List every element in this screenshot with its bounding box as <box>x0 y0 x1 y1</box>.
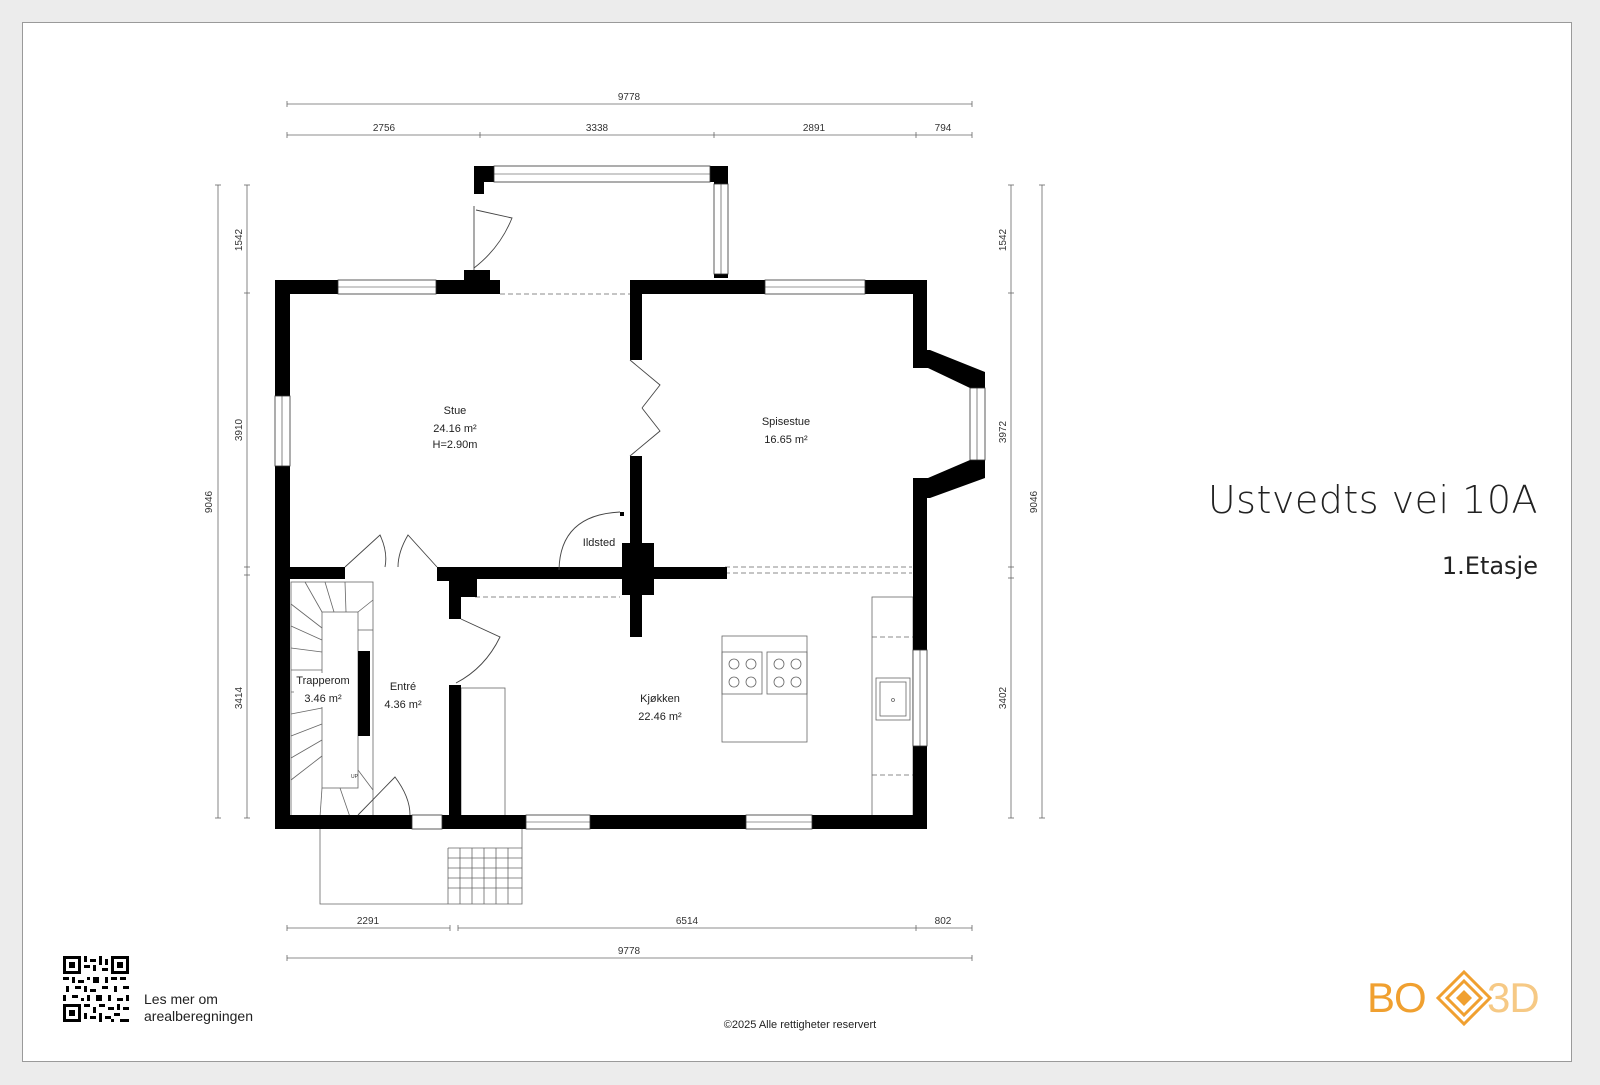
walls <box>275 166 985 829</box>
copyright-notice: ©2025 Alle rettigheter reservert <box>723 1019 877 1031</box>
qr-code[interactable] <box>63 956 129 1022</box>
room-spisestue-name: Spisestue <box>762 416 810 428</box>
room-kjokken: Kjøkken 22.46 m² <box>638 693 682 723</box>
qr-caption-line-1: Les mer om <box>144 991 218 1007</box>
dim-bottom-seg-3: 802 <box>935 916 952 927</box>
room-entre: Entré 4.36 m² <box>384 681 422 711</box>
dim-right-seg-3: 3402 <box>998 686 1009 709</box>
logo-text-right: 3D <box>1487 974 1540 1021</box>
room-kjokken-area: 22.46 m² <box>638 711 682 723</box>
bo3d-logo-mark <box>1435 969 1493 1027</box>
room-ildsted-name: Ildsted <box>583 537 615 549</box>
room-trapperom: Trapperom 3.46 m² <box>294 673 354 707</box>
dim-right-seg-2: 3972 <box>998 420 1009 443</box>
logo-text-left: BO <box>1367 974 1427 1021</box>
dim-bottom-total: 9778 <box>618 946 641 957</box>
dim-right-seg-1: 1542 <box>998 228 1009 251</box>
dim-top-seg-2: 3338 <box>586 123 609 134</box>
room-spisestue-area: 16.65 m² <box>764 434 808 446</box>
bo3d-logo: BO 3D <box>1367 974 1540 1022</box>
room-trapperom-area: 3.46 m² <box>304 693 342 705</box>
dimension-lines <box>215 101 1045 961</box>
dim-right-total: 9046 <box>1029 490 1040 513</box>
room-stue-height: H=2.90m <box>433 439 478 451</box>
address-title: Ustvedts vei 10A <box>1207 478 1538 522</box>
room-trapperom-name: Trapperom <box>296 675 349 687</box>
room-kjokken-name: Kjøkken <box>640 693 680 705</box>
dim-left-total: 9046 <box>204 490 215 513</box>
qr-caption[interactable]: Les mer om arealberegningen <box>144 991 253 1025</box>
room-spisestue: Spisestue 16.65 m² <box>762 416 810 446</box>
dim-bottom-seg-2: 6514 <box>676 916 699 927</box>
dim-top-seg-3: 2891 <box>803 123 826 134</box>
fireplace-hearth <box>620 512 624 516</box>
dim-left-seg-3: 3414 <box>234 686 245 709</box>
dim-left-seg-2: 3910 <box>234 418 245 441</box>
room-entre-area: 4.36 m² <box>384 699 422 711</box>
dim-top-seg-4: 794 <box>935 123 952 134</box>
room-stue-area: 24.16 m² <box>433 423 477 435</box>
room-entre-name: Entré <box>390 681 416 693</box>
room-stue-name: Stue <box>444 405 467 417</box>
room-stue: Stue 24.16 m² H=2.90m <box>433 405 478 451</box>
dim-left-seg-1: 1542 <box>234 228 245 251</box>
doors <box>344 206 661 816</box>
stair-up-label: UP <box>351 774 359 780</box>
fixtures <box>290 293 914 905</box>
dim-top-seg-1: 2756 <box>373 123 396 134</box>
dim-top-total: 9778 <box>618 92 641 103</box>
dim-bottom-seg-1: 2291 <box>357 916 380 927</box>
qr-caption-line-2: arealberegningen <box>144 1008 253 1024</box>
floor-label: 1.Etasje <box>1441 552 1538 580</box>
windows <box>274 165 986 830</box>
